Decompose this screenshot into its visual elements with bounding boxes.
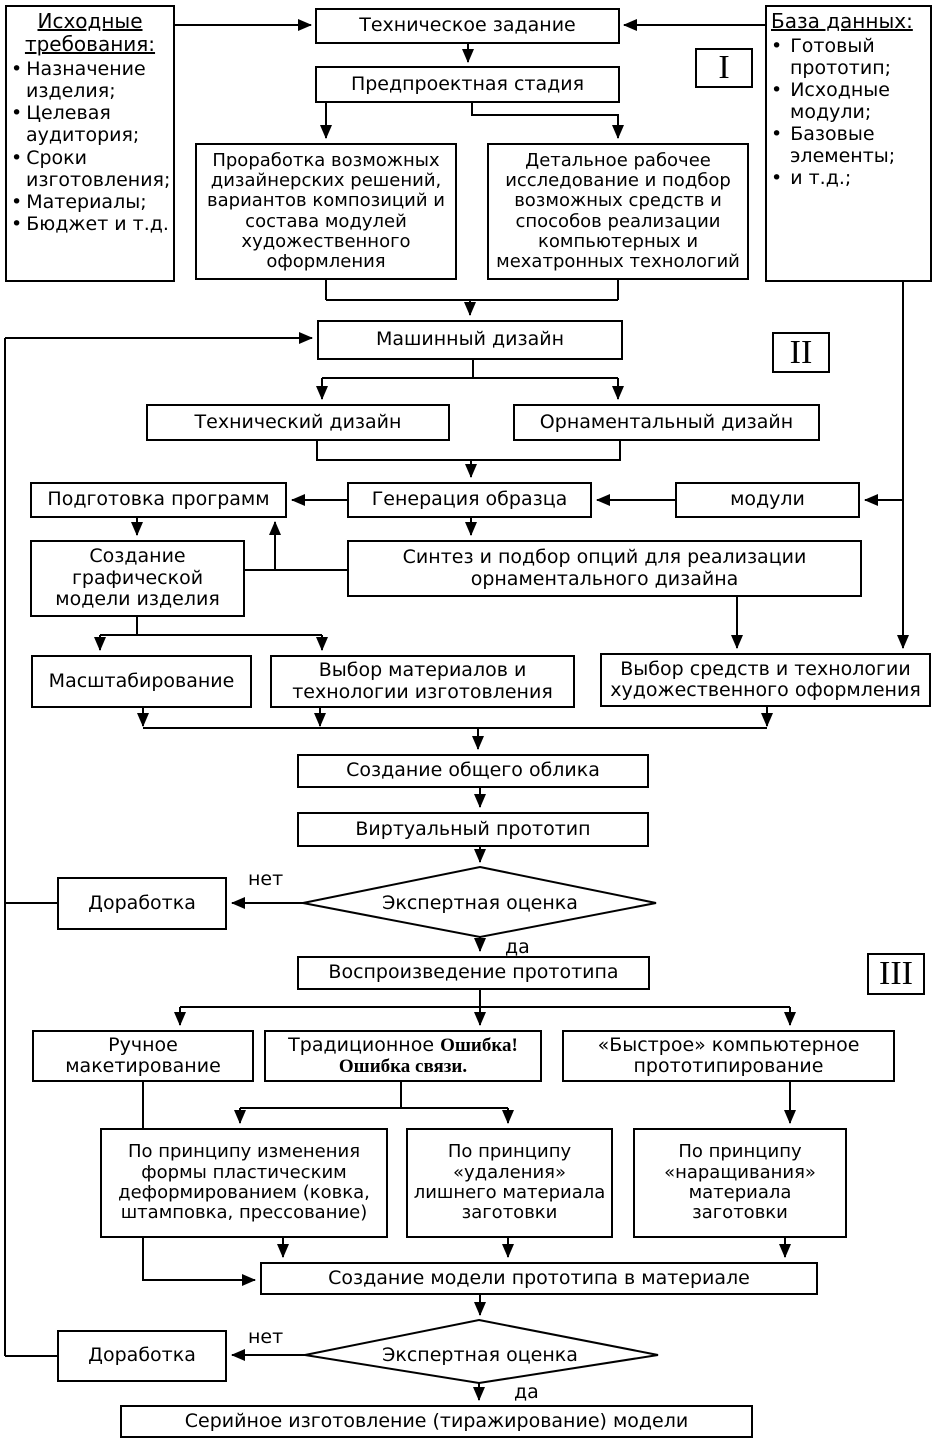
flow-node-scaling: Масштабирование [31,655,252,708]
flow-node-design-elaboration: Проработка возможных дизайнерских решени… [195,143,457,280]
stage-marker-3: III [867,953,925,995]
flow-node-rapid-prototyping: «Быстрое» компьютерное прототипирование [562,1030,895,1082]
flow-node-graphic-model: Создание графической модели изделия [30,540,245,617]
flow-node-machine-design: Машинный дизайн [317,320,623,360]
requirements-title: Исходные требования: [24,9,156,57]
flow-node-preproject-stage: Предпроектная стадия [315,66,620,103]
branch-label-yes-2: да [514,1381,539,1403]
list-item: Базовые элементы; [771,123,926,167]
flow-node-rework-2: Доработка [57,1330,227,1382]
stage-marker-2: II [772,332,830,373]
list-item: Исходные модули; [771,79,926,123]
flow-node-synthesis-options: Синтез и подбор опций для реализации орн… [347,540,862,597]
flow-node-principle-deformation: По принципу изменения формы пластическим… [100,1128,388,1238]
flow-node-technical-design: Технический дизайн [146,404,450,441]
edges [4,19,909,1401]
flow-node-general-appearance: Создание общего облика [297,754,649,788]
flow-node-detailed-research: Детальное рабочее исследование и подбор … [487,143,749,280]
database-title: База данных: [771,9,913,33]
flow-node-principle-addition: По принципу «наращивания» материала заго… [633,1128,847,1238]
list-item: Назначение изделия; [11,58,169,102]
list-item: Сроки изготовления; [11,147,170,191]
flow-node-artistic-means-selection: Выбор средств и технологии художественно… [600,653,931,707]
decision-label-expert-review-2: Экспертная оценка [382,1344,578,1366]
flow-node-rework-1: Доработка [57,877,227,930]
flow-node-prototype-model-material: Создание модели прототипа в материале [260,1262,818,1295]
flow-node-program-preparation: Подготовка программ [30,482,287,518]
decision-expert-review-2 [304,1318,659,1385]
traditional-error-text: Ошибка! Ошибка связи. [338,1034,518,1077]
flow-node-ornamental-design: Орнаментальный дизайн [513,404,820,441]
list-item: и т.д.; [771,167,926,189]
flow-node-manual-modeling: Ручное макетирование [32,1030,254,1082]
flow-node-principle-removal: По принципу «удаления» лишнего материала… [406,1128,613,1238]
database-list: Готовый прототип; Исходные модули; Базов… [771,35,926,189]
branch-label-yes-1: да [505,936,530,958]
flow-node-prototype-reproduction: Воспроизведение прототипа [297,956,650,990]
flow-node-tech-task: Техническое задание [315,8,620,44]
decision-label-expert-review-1: Экспертная оценка [382,892,578,914]
flow-node-sample-generation: Генерация образца [347,482,592,518]
branch-label-no-1: нет [248,868,284,890]
database-panel: База данных: Готовый прототип; Исходные … [765,5,932,282]
list-item: Готовый прототип; [771,35,926,79]
flow-node-serial-production: Серийное изготовление (тиражирование) мо… [120,1405,753,1438]
flow-node-materials-selection: Выбор материалов и технологии изготовлен… [270,655,575,708]
flow-node-modules: модули [675,482,860,518]
list-item: Материалы; [11,191,169,213]
branch-label-no-2: нет [248,1326,284,1348]
stage-marker-1: I [695,48,753,88]
list-item: Бюджет и т.д. [11,213,169,235]
decision-expert-review-1 [302,865,657,939]
flow-node-virtual-prototype: Виртуальный прототип [297,812,649,847]
traditional-text: Традиционное [288,1033,435,1056]
requirements-list: Назначение изделия; Целевая аудитория; С… [11,58,170,235]
flow-node-traditional: Традиционное Ошибка! Ошибка связи. [264,1030,542,1082]
requirements-panel: Исходные требования: Назначение изделия;… [5,5,175,282]
list-item: Целевая аудитория; [11,102,169,146]
